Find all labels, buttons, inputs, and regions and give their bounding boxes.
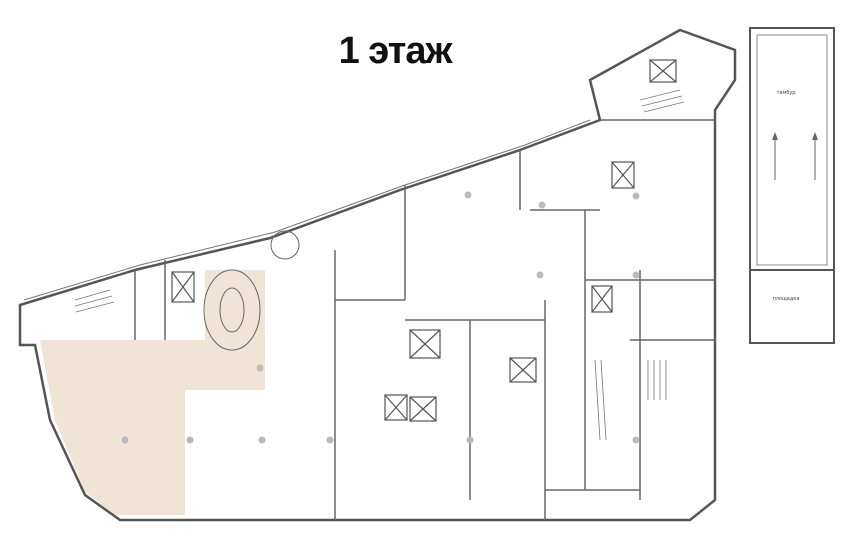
small-spiral-stair[interactable] [270,230,300,260]
annex-top-label: тамбур [776,90,796,96]
interior-walls [134,119,715,520]
spiral-stair[interactable] [203,269,261,351]
outer-wall [18,28,737,522]
diagonal-wall [23,119,591,301]
arrow-head-right [812,132,818,140]
annex-inner [756,34,828,266]
floor-title: 1 этаж [338,30,453,72]
annex-block[interactable] [749,27,835,344]
stair-hatching [74,89,685,441]
columns [121,191,640,444]
arrow-head-left [772,132,778,140]
highlighted-zone[interactable] [40,270,265,515]
annex-bottom-label: площадка [772,296,800,302]
elevators[interactable] [171,59,677,422]
